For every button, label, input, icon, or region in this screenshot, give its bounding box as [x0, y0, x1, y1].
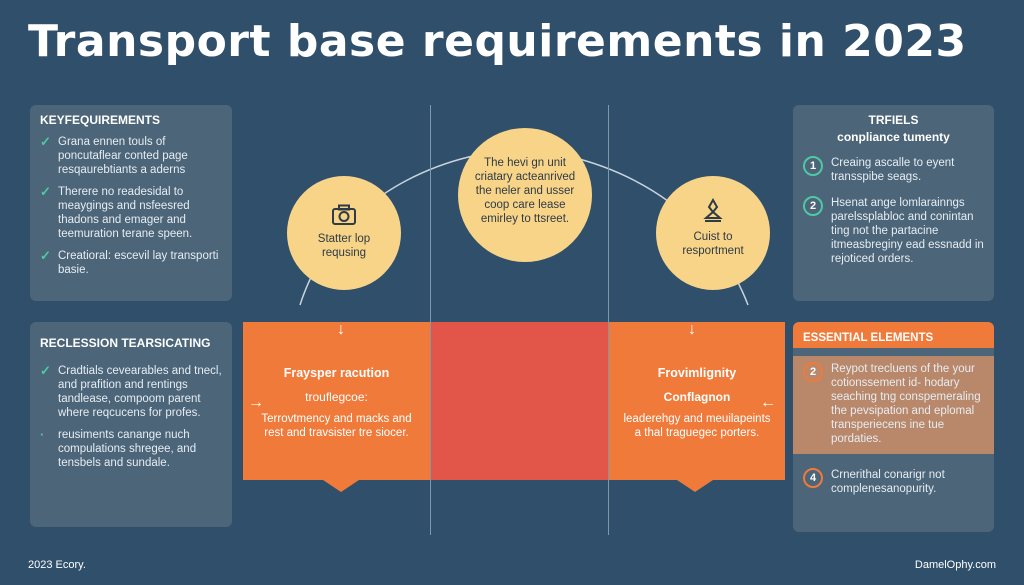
circle-left-text: Statter lop requsing	[317, 233, 371, 259]
list-item: 2 Hsenat ange lomlarainngs parelssplablo…	[803, 196, 984, 266]
bullet-icon: ·	[40, 427, 45, 442]
panel-lower: 4 Crnerithal conarigr not complenesanopu…	[793, 468, 994, 496]
list-item: · reusiments canange nuch compulations s…	[40, 428, 222, 470]
list-item-text: Reypot trecluens of the your cotionsseme…	[831, 363, 981, 445]
list-item: ✓ Grana ennen touls of poncutaflear cont…	[40, 135, 222, 177]
check-icon: ✓	[40, 248, 51, 263]
number-badge: 4	[803, 468, 823, 488]
arrow-right-icon: →	[248, 394, 264, 411]
box-subtitle: Conflagnon	[663, 390, 731, 404]
page-title: Transport base requirements in 2023	[28, 16, 967, 67]
compliance-panel: TRFIELS conpliance tumenty 1 Creaing asc…	[793, 105, 994, 301]
check-icon: ✓	[40, 184, 51, 199]
check-icon: ✓	[40, 134, 51, 149]
circle-center: The hevi gn unit criatary acteanrived th…	[458, 128, 592, 262]
divider-line-right	[608, 105, 609, 535]
camera-icon	[332, 204, 356, 225]
list-item-text: Crnerithal conarigr not complenesanopuri…	[831, 469, 945, 495]
list-item: 1 Creaing ascalle to eyent transspibe se…	[803, 156, 984, 184]
essential-elements-panel: ESSENTIAL ELEMENTS 2 Reypot trecluens of…	[793, 322, 994, 532]
list-item: ✓ Creatioral: escevil lay transporti bas…	[40, 249, 222, 277]
number-badge: 1	[803, 156, 823, 176]
divider-line-left	[430, 105, 431, 535]
box-pointer	[323, 480, 359, 492]
flask-icon	[703, 198, 723, 222]
center-red-box	[431, 322, 608, 480]
number-badge: 2	[803, 362, 823, 382]
panel-heading: TRFIELS	[868, 113, 919, 127]
panel-heading: ESSENTIAL ELEMENTS	[803, 332, 934, 344]
list-item-text: Grana ennen touls of poncutaflear conted…	[58, 136, 188, 176]
list-item-text: Creatioral: escevil lay transporti basie…	[58, 250, 219, 276]
list-item-text: Therere no readesidal to meaygings and n…	[58, 186, 193, 240]
list-item: ✓ Cradtials cevearables and tnecl, and p…	[40, 364, 222, 420]
panel-header-bar: ESSENTIAL ELEMENTS	[793, 322, 994, 348]
check-icon: ✓	[40, 363, 51, 378]
arrow-down-icon: ↓	[337, 321, 345, 338]
list-item: 2 Reypot trecluens of the your cotionsse…	[803, 362, 984, 446]
number-badge: 2	[803, 196, 823, 216]
list-item-text: Hsenat ange lomlarainngs parelssplabloc …	[831, 197, 984, 265]
process-box-left: Fraysper racution trouflegcoe: Terrovtme…	[243, 322, 430, 480]
circle-left: Statter lop requsing	[287, 176, 401, 290]
process-box-right: Frovimlignity Conflagnon leaderehgy and …	[609, 322, 785, 480]
list-item-text: Creaing ascalle to eyent transspibe seag…	[831, 157, 955, 183]
arrow-down-icon: ↓	[688, 321, 696, 338]
panel-highlight: 2 Reypot trecluens of the your cotionsse…	[793, 356, 994, 454]
box-body: Terrovtmency and macks and rest and trav…	[261, 413, 412, 439]
circle-right-text: Cuist to resportment	[682, 231, 744, 257]
list-item-text: Cradtials cevearables and tnecl, and pra…	[58, 365, 222, 419]
circle-right: Cuist to resportment	[656, 176, 770, 290]
footer-left: 2023 Ecory.	[28, 559, 86, 571]
footer-right: DamelOphy.com	[914, 559, 996, 571]
panel-subheading: conpliance tumenty	[837, 130, 950, 144]
box-title: Fraysper racution	[283, 366, 390, 380]
box-subtitle: trouflegcoe:	[305, 390, 368, 404]
key-requirements-panel: KEYFEQUIREMENTS ✓ Grana ennen touls of p…	[30, 105, 232, 301]
arrow-left-icon: ←	[760, 394, 776, 411]
list-item: 4 Crnerithal conarigr not complenesanopu…	[803, 468, 984, 496]
recession-panel: RECLESSION TEARSICATING ✓ Cradtials ceve…	[30, 322, 232, 527]
panel-heading: KEYFEQUIREMENTS	[40, 113, 161, 127]
panel-heading: RECLESSION TEARSICATING	[40, 336, 211, 350]
box-body: leaderehgy and meuilapeints a thal tragu…	[623, 413, 771, 439]
box-pointer	[677, 480, 713, 492]
box-title: Frovimlignity	[657, 366, 737, 380]
list-item: ✓ Therere no readesidal to meaygings and…	[40, 185, 222, 241]
list-item-text: reusiments canange nuch compulations shr…	[58, 429, 197, 469]
circle-center-text: The hevi gn unit criatary acteanrived th…	[474, 157, 576, 225]
